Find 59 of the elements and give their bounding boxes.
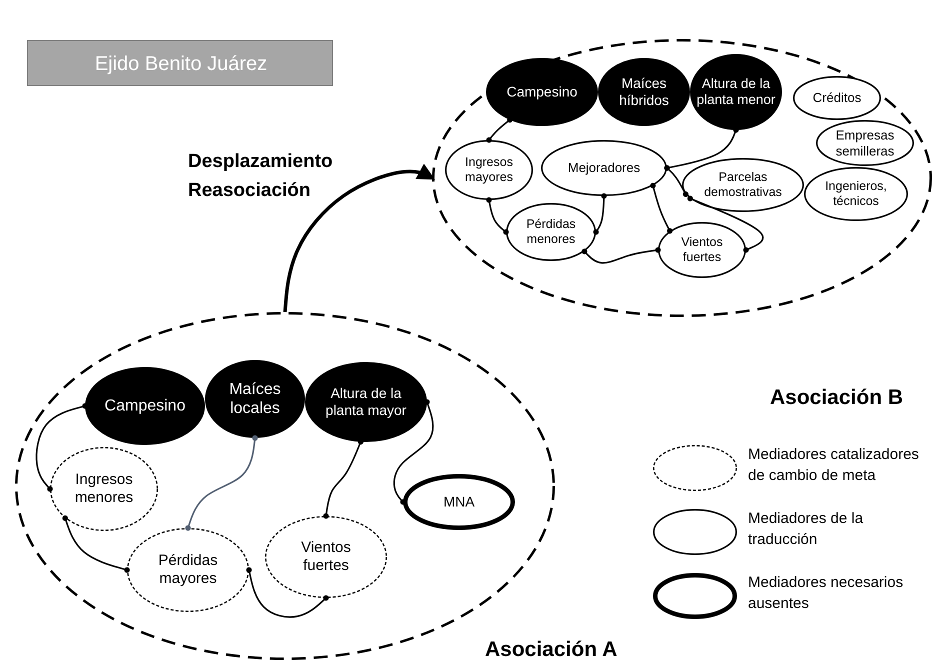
node-label: Pérdidas mayores	[157, 552, 219, 588]
association-label: Asociación A	[485, 638, 618, 662]
node-label: Ingenieros, técnicos	[824, 179, 888, 209]
mediator-ellipse	[445, 140, 533, 200]
mediator-ellipse	[793, 76, 881, 120]
absent-mediator-ellipse	[403, 474, 515, 530]
actor-ellipse	[486, 58, 598, 126]
legend-text: Mediadores de la traducción	[748, 509, 864, 550]
node-label: Parcelas demostrativas	[703, 170, 783, 200]
connector	[650, 182, 673, 234]
association-ellipse	[432, 39, 932, 317]
node-label: Maíces locales	[228, 380, 282, 418]
legend-text: Mediadores necesarios ausentes	[748, 573, 904, 614]
catalyst-ellipse	[127, 528, 249, 612]
mediator-ellipse	[804, 167, 908, 221]
connector	[664, 165, 688, 198]
actor-ellipse	[85, 367, 205, 445]
edge-label: Desplazamiento Reasociación	[188, 150, 334, 202]
node-label: Vientos fuertes	[680, 235, 724, 265]
node-label: Ejido Benito Juárez	[94, 52, 268, 76]
legend-text: Mediadores catalizadores de cambio de meta	[748, 445, 920, 486]
mediator-ellipse	[506, 203, 596, 261]
arrow	[283, 164, 436, 312]
connector	[486, 117, 513, 143]
actor-ellipse	[690, 54, 782, 130]
actor-ellipse	[305, 362, 427, 442]
node-label: Créditos	[812, 90, 862, 106]
node-label: Maíces híbridos	[618, 75, 670, 109]
node-label: Vientos fuertes	[300, 539, 352, 575]
connector	[393, 399, 434, 505]
actor-ellipse	[205, 360, 305, 438]
connector	[62, 515, 130, 573]
connector	[246, 567, 329, 618]
node-label: Ingresos mayores	[464, 155, 514, 185]
connector	[323, 439, 364, 519]
catalyst-ellipse	[265, 516, 387, 598]
node-label: Mejoradores	[566, 160, 642, 176]
node-label: Altura de la planta menor	[696, 76, 776, 108]
node-label: Campesino	[104, 396, 186, 416]
connector	[185, 435, 258, 531]
connector	[486, 197, 509, 235]
mediator-ellipse	[541, 140, 667, 196]
mediator-ellipse	[816, 120, 914, 166]
connector	[36, 403, 88, 492]
mediator-ellipse	[658, 222, 746, 278]
node-label: Pérdidas menores	[525, 217, 577, 247]
catalyst-ellipse	[50, 447, 158, 531]
connector	[582, 247, 661, 264]
node-label: Altura de la planta mayor	[324, 385, 408, 419]
title-banner	[27, 40, 333, 86]
connector	[593, 193, 607, 235]
association-label: Asociación B	[770, 386, 904, 410]
actor-ellipse	[598, 58, 690, 126]
node-label: MNA	[442, 494, 476, 510]
node-label: Empresas semilleras	[834, 127, 896, 159]
node-label: Campesino	[506, 84, 578, 100]
node-label: Ingresos menores	[74, 471, 134, 507]
connector	[687, 196, 764, 253]
mediator-ellipse	[682, 158, 804, 212]
